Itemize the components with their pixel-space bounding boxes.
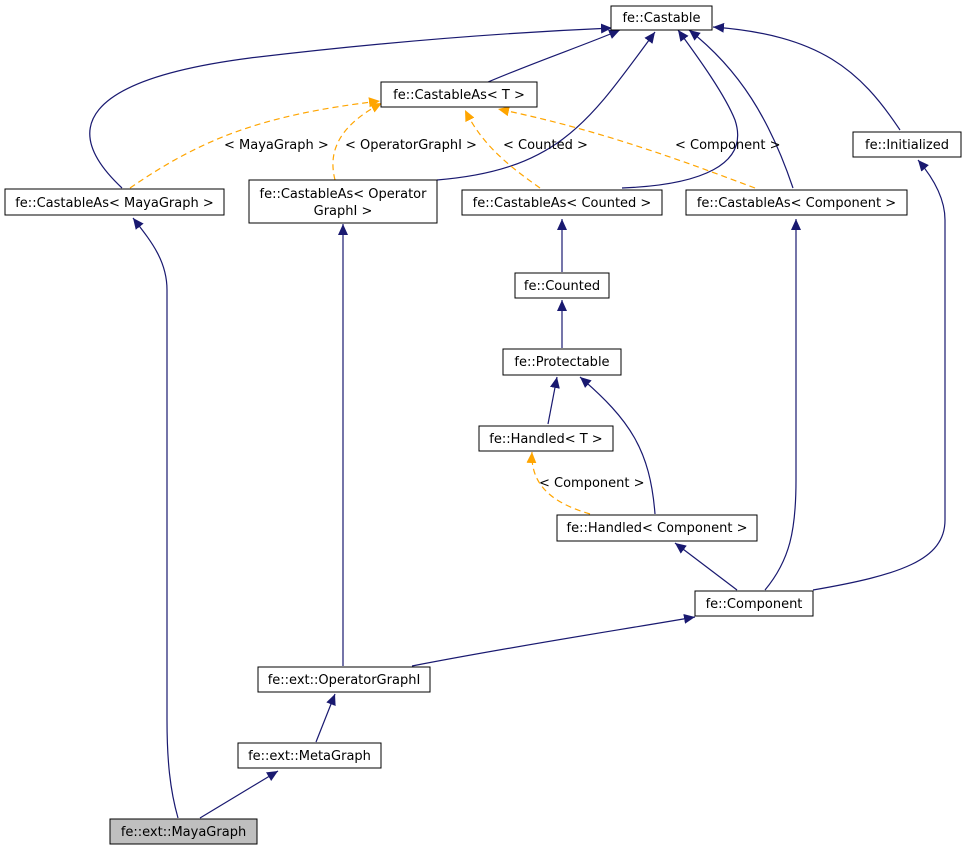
node-label-metagraph: fe::ext::MetaGraph — [248, 749, 371, 764]
node-label-counted: fe::Counted — [524, 279, 600, 294]
node-label-castableas-operatorgraphi-line1: fe::CastableAs< Operator — [260, 187, 428, 202]
node-label-protectable: fe::Protectable — [514, 355, 609, 370]
node-castable[interactable]: fe::Castable — [610, 5, 713, 31]
edge-handled-t-to-protectable — [547, 376, 560, 425]
node-initialized[interactable]: fe::Initialized — [852, 131, 962, 158]
edge-castableas-mayagraph-to-castable — [89, 23, 613, 189]
edge-castableas-operatorgraphi-to-castable — [436, 31, 656, 181]
edge-label-component-top: < Component > — [675, 138, 781, 153]
edge-template-component-top — [497, 106, 756, 189]
inheritance-edges — [89, 22, 946, 819]
edge-label-mayagraph: < MayaGraph > — [224, 138, 329, 153]
edge-template-component-handled — [526, 451, 591, 515]
edge-label-operatorgraphi: < OperatorGraphI > — [345, 138, 477, 153]
node-label-castable: fe::Castable — [622, 11, 700, 26]
edge-castableas-component-to-castable — [688, 29, 794, 189]
edge-label-component-handled: < Component > — [539, 476, 645, 491]
node-mayagraph[interactable]: fe::ext::MayaGraph — [109, 818, 258, 845]
edge-castableas-t-to-castable — [487, 29, 621, 83]
edge-initialized-to-castable — [712, 22, 901, 131]
edge-labels: < MayaGraph > < OperatorGraphI > < Count… — [224, 138, 781, 491]
edge-mayagraph-to-castableas-mayagraph — [132, 217, 179, 819]
node-handled-component[interactable]: fe::Handled< Component > — [556, 514, 758, 542]
node-label-handled-t: fe::Handled< T > — [489, 432, 602, 447]
edge-label-counted: < Counted > — [503, 138, 588, 153]
node-label-operatorgraphi: fe::ext::OperatorGraphI — [268, 673, 421, 688]
node-castableas-mayagraph[interactable]: fe::CastableAs< MayaGraph > — [4, 188, 225, 216]
node-label-castableas-counted: fe::CastableAs< Counted > — [473, 196, 652, 211]
edge-component-to-initialized — [812, 159, 946, 591]
node-castableas-component[interactable]: fe::CastableAs< Component > — [685, 189, 908, 216]
node-counted[interactable]: fe::Counted — [514, 272, 610, 299]
node-label-castableas-t: fe::CastableAs< T > — [393, 88, 525, 103]
node-label-component: fe::Component — [706, 597, 803, 612]
template-edges — [129, 97, 756, 515]
edge-component-to-castableas-component — [764, 219, 801, 591]
edge-handled-component-to-protectable — [579, 376, 656, 515]
node-label-castableas-mayagraph: fe::CastableAs< MayaGraph > — [15, 196, 214, 211]
node-handled-t[interactable]: fe::Handled< T > — [478, 425, 614, 452]
nodes: fe::Castable fe::CastableAs< T > fe::Ini… — [4, 5, 962, 845]
edge-template-mayagraph — [129, 97, 381, 189]
edge-template-operatorgraphi — [332, 102, 383, 181]
node-label-handled-component: fe::Handled< Component > — [567, 521, 748, 536]
node-label-mayagraph: fe::ext::MayaGraph — [121, 825, 246, 840]
node-castableas-operatorgraphi[interactable]: fe::CastableAs< Operator GraphI > — [248, 179, 438, 224]
node-component[interactable]: fe::Component — [694, 590, 814, 617]
node-operatorgraphi[interactable]: fe::ext::OperatorGraphI — [257, 666, 431, 693]
node-label-castableas-operatorgraphi-line2: GraphI > — [314, 204, 373, 219]
edge-operatorgraphi-to-component — [411, 613, 696, 667]
node-label-initialized: fe::Initialized — [865, 138, 949, 153]
edge-metagraph-to-operatorgraphi — [315, 693, 336, 743]
edge-castableas-counted-to-castable — [621, 29, 739, 189]
edge-component-to-handled-component — [674, 542, 738, 591]
edge-mayagraph-to-metagraph — [199, 770, 279, 819]
node-castableas-t[interactable]: fe::CastableAs< T > — [380, 81, 538, 108]
edge-template-counted — [464, 109, 541, 189]
node-protectable[interactable]: fe::Protectable — [502, 348, 622, 376]
node-label-castableas-component: fe::CastableAs< Component > — [697, 196, 896, 211]
node-castableas-counted[interactable]: fe::CastableAs< Counted > — [461, 189, 663, 216]
node-metagraph[interactable]: fe::ext::MetaGraph — [237, 742, 382, 769]
